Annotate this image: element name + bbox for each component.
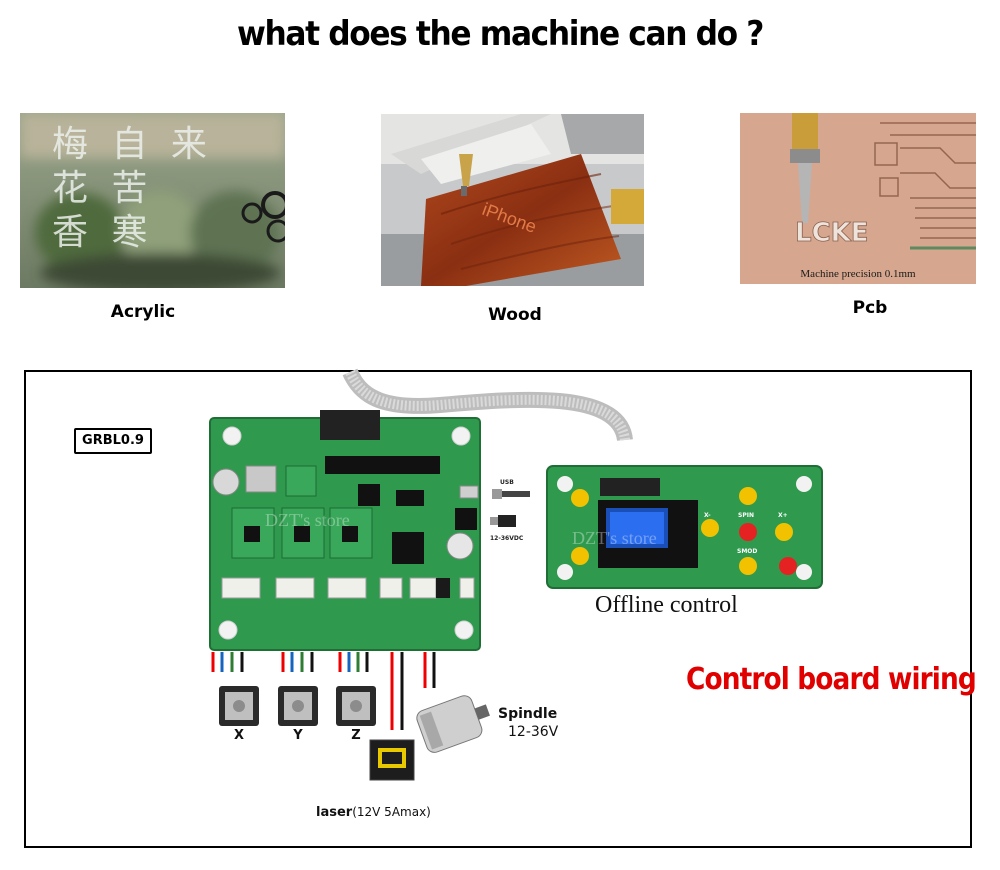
laser-label: laser(12V 5Amax) [316, 805, 431, 820]
laser-name: laser [316, 805, 353, 820]
firmware-badge: GRBL0.9 [74, 428, 152, 454]
pcb-precision-note: Machine precision 0.1mm [800, 268, 916, 280]
power-input-label: 12-36VDC [490, 535, 524, 542]
axis-x-label: X [233, 728, 245, 743]
laser-spec: (12V 5Amax) [352, 805, 431, 819]
usb-label: USB [500, 479, 514, 486]
panel-button-spin: SPIN [738, 512, 754, 519]
board-watermark: DZT's store [265, 510, 350, 530]
spindle-voltage: 12-36V [508, 724, 559, 740]
pcb-engraved-text: LCKE [795, 218, 869, 248]
spindle-label: Spindle [498, 706, 558, 722]
acrylic-engraved-text: 梅 自 来 花 苦 香 寒 [52, 124, 213, 253]
pcb-sample-photo: LCKE Machine precision 0.1mm [740, 113, 976, 284]
acrylic-sample-photo: 梅 自 来 花 苦 香 寒 [20, 113, 285, 288]
axis-z-label: Z [351, 728, 361, 743]
control-board-wiring-title: Control board wiring [686, 662, 977, 697]
page-headline: what does the machine can do ? [237, 14, 764, 54]
wood-sample-photo: iPhone [381, 114, 644, 286]
panel-button-smod: SMOD [737, 548, 758, 555]
panel-button-x-minus: X- [704, 512, 711, 519]
wiring-diagram-frame [24, 370, 972, 848]
wood-caption: Wood [488, 305, 542, 325]
offline-control-label: Offline control [595, 592, 738, 618]
panel-watermark: DZT's store [572, 528, 657, 548]
pcb-caption: Pcb [852, 298, 888, 318]
axis-y-label: Y [293, 728, 303, 743]
panel-button-x-plus: X+ [778, 512, 788, 519]
acrylic-caption: Acrylic [110, 302, 176, 322]
